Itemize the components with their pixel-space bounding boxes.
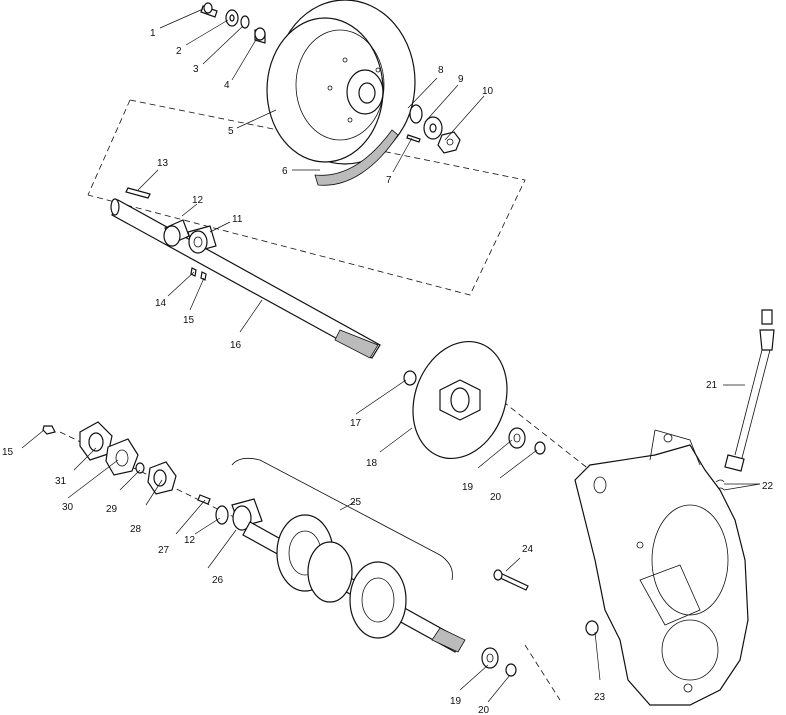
callout-3: 3 <box>193 64 199 75</box>
callout-11: 11 <box>232 214 243 225</box>
washer-part-8 <box>409 104 423 124</box>
leader-lines <box>21 8 761 703</box>
callout-25: 25 <box>350 497 362 508</box>
bearing-flange-part-28 <box>147 461 177 495</box>
callout-6: 6 <box>282 166 288 177</box>
bearing-part-19-upper <box>508 427 526 449</box>
callout-1: 1 <box>150 28 156 39</box>
callout-20-upper: 20 <box>490 492 502 503</box>
track-drive-shaft-part-25 <box>242 514 466 653</box>
callout-10: 10 <box>482 86 494 97</box>
bearing-housing-part-11 <box>187 225 217 254</box>
nut-part-15-lower <box>42 425 56 435</box>
screw-part-15-upper <box>200 271 207 281</box>
seal-part-20-upper <box>534 441 546 455</box>
washer-part-2 <box>225 9 239 27</box>
bolt-part-24 <box>493 569 529 591</box>
callout-18: 18 <box>366 458 378 469</box>
chaincase-housing <box>574 429 749 706</box>
callout-13: 13 <box>157 158 169 169</box>
bolt-part-7 <box>406 134 421 143</box>
callout-12-upper: 12 <box>192 195 204 206</box>
callout-7: 7 <box>386 175 392 186</box>
callout-16: 16 <box>230 340 242 351</box>
callout-22: 22 <box>762 481 774 492</box>
callout-4: 4 <box>224 80 230 91</box>
spacer-part-4 <box>254 27 266 44</box>
sprocket-2 <box>307 541 353 603</box>
speedometer-cable-part-21 <box>724 309 775 472</box>
callout-9: 9 <box>458 74 464 85</box>
callout-17: 17 <box>350 418 362 429</box>
callout-31: 31 <box>55 476 67 487</box>
chain-part-6 <box>314 129 399 186</box>
bracket-25 <box>231 457 453 581</box>
bearing-part-19-lower <box>481 647 499 669</box>
callout-8: 8 <box>438 65 444 76</box>
washer-part-9 <box>423 116 443 140</box>
gasket-part-30 <box>105 438 139 476</box>
washer-part-3 <box>240 15 250 29</box>
brake-disc-part-18 <box>412 340 508 460</box>
bearing-part-12-upper <box>163 219 190 247</box>
seal-part-20-lower <box>505 663 517 677</box>
bearing-housing-part-26 <box>231 498 263 531</box>
bolt-part-1 <box>200 2 218 18</box>
sprocket-3 <box>349 561 407 639</box>
bearing-flange-part-31 <box>79 421 113 461</box>
callout-2: 2 <box>176 46 182 57</box>
callout-14: 14 <box>155 298 167 309</box>
driven-pulley-part-5 <box>266 0 416 165</box>
callout-29: 29 <box>106 504 118 515</box>
callout-12-lower: 12 <box>184 535 196 546</box>
callout-5: 5 <box>228 126 234 137</box>
callout-30: 30 <box>62 502 74 513</box>
callout-23: 23 <box>594 692 606 703</box>
callout-19-lower: 19 <box>450 696 462 707</box>
snap-ring-part-17 <box>403 370 417 386</box>
callout-numbers: 1 2 3 4 5 6 7 8 9 10 11 12 13 14 15 16 1… <box>2 28 774 715</box>
screw-part-27 <box>197 494 211 505</box>
callout-21: 21 <box>706 380 718 391</box>
callout-26: 26 <box>212 575 224 586</box>
callout-27: 27 <box>158 545 170 556</box>
callout-19-upper: 19 <box>462 482 474 493</box>
callout-24: 24 <box>522 544 534 555</box>
bearing-part-29 <box>135 462 145 474</box>
bearing-part-12-lower <box>215 505 229 525</box>
callout-15-lower: 15 <box>2 447 14 458</box>
drive-shaft-part-16 <box>110 198 381 359</box>
nut-part-23 <box>585 620 599 636</box>
key-part-13 <box>125 187 151 199</box>
callout-20-lower: 20 <box>478 705 490 715</box>
callout-15-upper: 15 <box>183 315 195 326</box>
callout-28: 28 <box>130 524 142 535</box>
nut-part-10 <box>437 131 461 154</box>
